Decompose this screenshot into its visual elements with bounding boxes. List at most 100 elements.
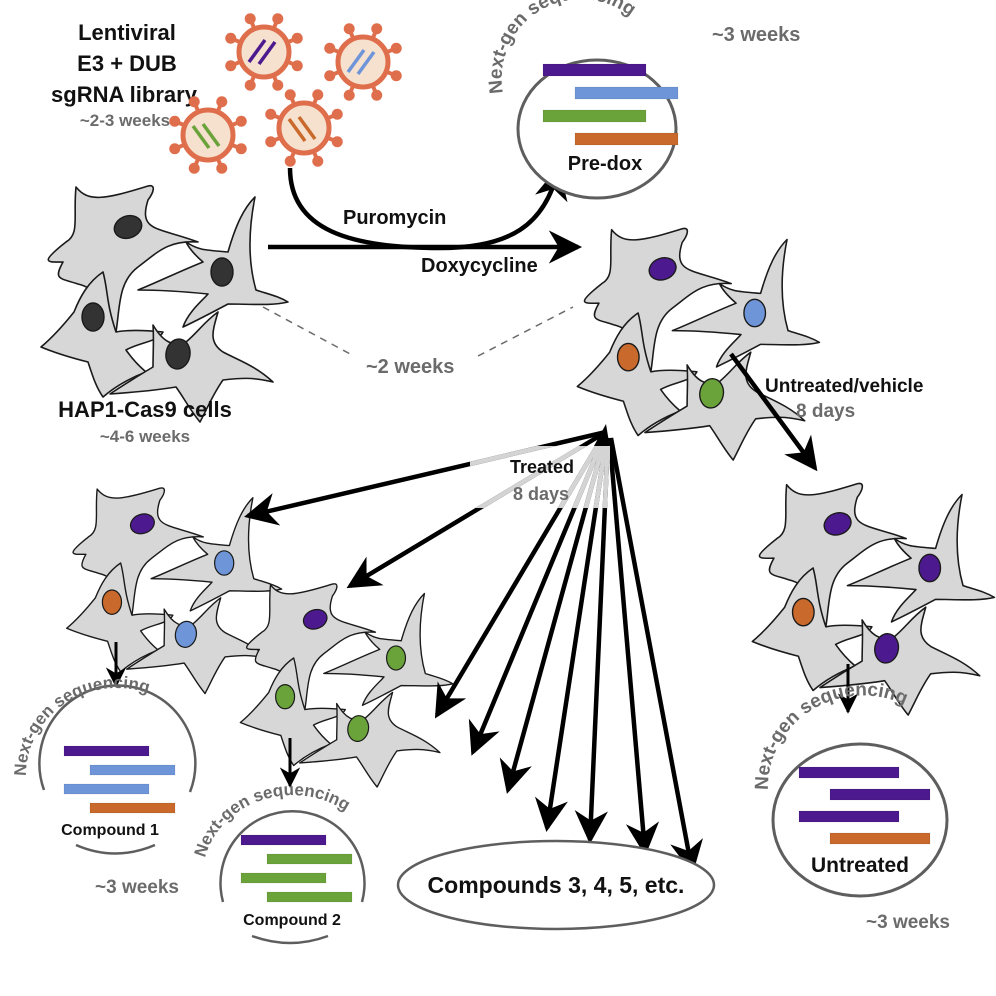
virion-orange [265, 89, 343, 167]
ngs-circle-upper [38, 684, 197, 793]
cell-body [671, 238, 821, 368]
parent-cells-label: HAP1-Cas9 cells [58, 397, 232, 422]
parent-cells-duration: ~4-6 weeks [100, 427, 190, 446]
ngs-read-bars [542, 63, 679, 146]
nucleus-icon [165, 338, 191, 370]
nucleus-icon [385, 645, 407, 671]
nucleus-icon [616, 342, 640, 372]
ngs-sample-label: Compound 2 [243, 912, 341, 929]
ngs-untreated: Next-gen sequencing Untreated [752, 679, 949, 898]
sgrna-strand-icon [297, 115, 317, 141]
nucleus-icon [129, 513, 155, 535]
cell [246, 583, 377, 711]
sgrna-strand-icon [191, 124, 211, 150]
cell-body [47, 184, 199, 333]
cell-cluster-hap1-cas9 [40, 184, 289, 423]
nucleus-icon [874, 633, 900, 664]
sgrna-strand-icon [257, 40, 277, 66]
read-bar-purple [798, 766, 900, 779]
cell-body [40, 271, 164, 398]
treated-arrow-more-compounds [593, 446, 608, 508]
cell [323, 592, 454, 706]
timeline-dash-left [262, 306, 353, 356]
untreated-arrow [729, 352, 818, 472]
compound-duration: ~3 weeks [95, 877, 179, 898]
cell [299, 691, 441, 788]
sgrna-strand-icon [356, 50, 376, 76]
nucleus-icon [113, 214, 143, 240]
ngs-title: Next-gen sequencing [191, 780, 354, 859]
more-compounds-label: Compounds 3, 4, 5, etc. [428, 872, 685, 898]
cell [109, 311, 274, 423]
cell-body [644, 351, 806, 461]
virion-capsid [236, 24, 292, 80]
ngs-circle-lower [251, 934, 329, 945]
read-bar-purple [829, 788, 931, 801]
nucleus-icon [214, 550, 235, 576]
cell-body [846, 493, 996, 623]
cell [126, 597, 270, 695]
cell [47, 184, 199, 333]
cell [66, 562, 174, 673]
cell-cluster-library-transduced [576, 227, 821, 461]
cell-cluster-compound-1 [66, 487, 283, 695]
cell [239, 657, 346, 767]
virion-green [169, 96, 247, 174]
cell [846, 493, 996, 623]
sgrna-strand-icon [201, 122, 221, 148]
treated-arrow-compound-2 [475, 446, 588, 508]
cell-body [819, 606, 981, 716]
read-bar-green [542, 109, 647, 123]
read-bar-blue [89, 764, 176, 776]
cell-body [126, 597, 270, 695]
cell-body [72, 487, 204, 616]
ngs-sample-label: Pre-dox [568, 153, 642, 175]
treated-arrow-more-compounds [571, 446, 603, 508]
library-title-line-2: E3 + DUB [77, 51, 177, 76]
cell [758, 482, 907, 628]
cell [72, 487, 204, 616]
cell-body [576, 312, 698, 437]
read-bar-purple [798, 810, 900, 823]
untreated-arrow-duration: 8 days [796, 401, 855, 422]
treated-arrow-more-compounds [602, 446, 610, 508]
library-label: Lentiviral E3 + DUB sgRNA library ~2-3 w… [51, 20, 198, 130]
cell [671, 238, 821, 368]
read-bar-orange [829, 832, 931, 845]
sgrna-strand-icon [287, 117, 307, 143]
nucleus-icon [743, 298, 767, 328]
lentivirus-group [169, 13, 402, 174]
cell-body [323, 592, 454, 706]
timeline-dash-right [477, 306, 574, 357]
treated-arrow-more-compounds [607, 437, 660, 857]
virion-blue [324, 23, 402, 101]
ngs-title: Next-gen sequencing [11, 673, 152, 776]
read-bar-orange [574, 132, 679, 146]
ngs-sample-label: Compound 1 [61, 822, 159, 839]
cell-body [246, 583, 377, 711]
cell-body [66, 562, 174, 673]
nucleus-icon [347, 715, 370, 742]
ngs-sample-label: Untreated [811, 854, 909, 877]
ngs-circle-upper [219, 809, 366, 903]
nucleus-icon [302, 608, 328, 630]
library-title-line-3: sgRNA library [51, 82, 198, 107]
cell-body [137, 196, 289, 328]
treated-label: Treated [510, 457, 574, 477]
untreated-duration: ~3 weeks [866, 912, 950, 933]
nucleus-icon [275, 684, 296, 710]
virion-capsid [335, 34, 391, 90]
cell [576, 312, 698, 437]
cell [137, 196, 289, 328]
treated-arrow-more-compounds [557, 446, 600, 508]
treated-arrow-fan [244, 424, 703, 874]
cell-body [751, 567, 873, 692]
read-bar-purple [542, 63, 647, 77]
cell [40, 271, 164, 398]
ngs-circle-lower [75, 843, 156, 855]
read-bar-blue [63, 783, 150, 795]
pre-dox-duration: ~3 weeks [712, 24, 800, 46]
more-compounds-ellipse [396, 839, 716, 931]
treated-arrow-more-compounds [583, 446, 606, 508]
